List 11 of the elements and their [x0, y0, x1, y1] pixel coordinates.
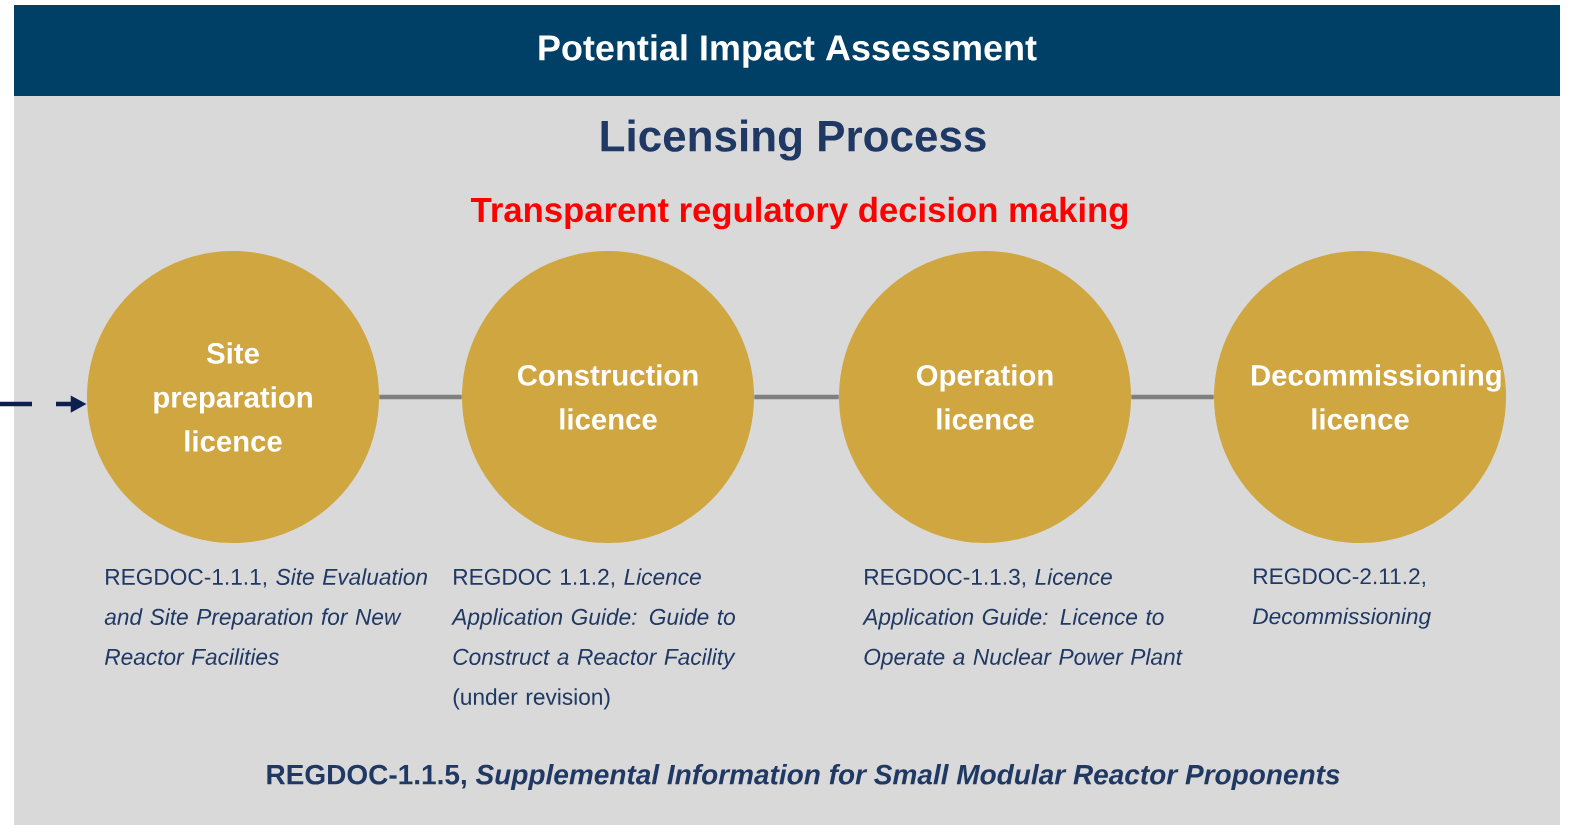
- reference-text: REGDOC 1.1.2, Licence Application Guide: Guide to Construct a Reactor Facility (under revision): [451, 568, 736, 710]
- subheading: Transparent regulatory decision making: [471, 196, 1128, 230]
- heading: Licensing Process: [601, 119, 986, 161]
- title-banner: Potential Impact Assessment: [14, 5, 1560, 96]
- reference-text: REGDOC-1.1.5, Supplemental Information for Small Modular Reactor Proponents: [267, 763, 1340, 791]
- reference-text: REGDOC-1.1.1, Site Evaluation and Site Preparation for New Reactor Facilities: [104, 568, 427, 665]
- connector: [379, 394, 462, 400]
- connector: [754, 394, 839, 400]
- reference-text: REGDOC-1.1.3, Licence Application Guide: Licence to Operate a Nuclear Power Plant: [862, 568, 1183, 670]
- reference-text: REGDOC-2.11.2, Decommissioning: [1252, 568, 1431, 629]
- connector: [1131, 394, 1214, 400]
